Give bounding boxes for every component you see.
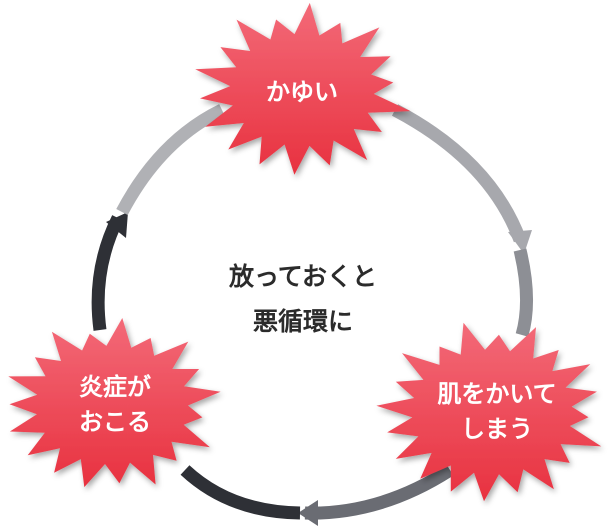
- arc-inflammation-to-itch: [91, 215, 124, 331]
- burst-shape-scratch: [376, 322, 602, 502]
- node-scratch-label-1: 肌をかいて: [437, 380, 556, 408]
- arc-scratch-side: [513, 248, 533, 337]
- arrowhead-itch-to-scratch: [508, 230, 532, 254]
- center-label: 放っておくと 悪循環に: [228, 262, 377, 336]
- center-line-2: 悪循環に: [253, 307, 353, 336]
- node-itch-label: かゆい: [266, 78, 338, 106]
- arrowhead-inflammation-to-itch: [106, 212, 128, 238]
- arc-itch-to-scratch: [391, 104, 527, 243]
- arrowhead-scratch-to-inflammation: [298, 500, 318, 526]
- arc-inflammation-bottom: [180, 465, 301, 520]
- node-itch: かゆい: [195, 2, 411, 175]
- burst-shape-itch: [195, 2, 411, 175]
- node-inflammation-label-1: 炎症が: [79, 373, 151, 401]
- center-line-1: 放っておくと: [228, 262, 377, 291]
- node-inflammation-label-2: おこる: [79, 408, 151, 436]
- arc-itch-left: [116, 104, 225, 216]
- node-scratch-label-2: しまう: [461, 415, 533, 443]
- burst-shape-inflammation: [8, 318, 221, 488]
- arc-scratch-to-inflammation: [304, 464, 454, 520]
- node-inflammation: 炎症が おこる: [8, 318, 221, 488]
- node-scratch: 肌をかいて しまう: [376, 322, 602, 502]
- cycle-arcs: [91, 104, 533, 526]
